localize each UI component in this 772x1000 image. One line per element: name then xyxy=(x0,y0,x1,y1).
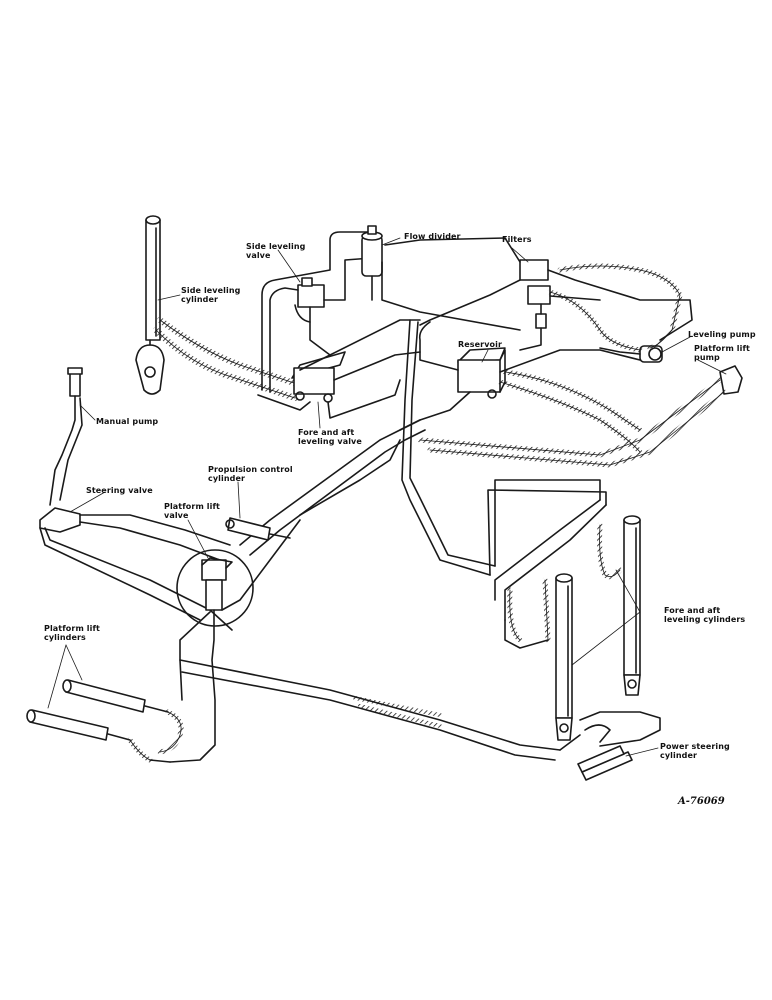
platform-lift-cylinders xyxy=(26,679,169,741)
label-leader-lines xyxy=(47,237,727,757)
label-side-leveling-valve: Side leveling valve xyxy=(246,242,306,260)
flow-divider xyxy=(361,225,521,331)
leveling-pump xyxy=(599,345,663,363)
label-platform-lift-cylinders: Platform lift cylinders xyxy=(44,624,100,642)
fore-aft-leveling-valve xyxy=(257,319,421,419)
side-leveling-valve xyxy=(261,231,373,393)
label-side-leveling-cylinder: Side leveling cylinder xyxy=(181,286,241,304)
filters xyxy=(419,237,693,351)
label-propulsion-control-cylinder: Propulsion control cylinder xyxy=(208,465,293,483)
figure-code: A-76069 xyxy=(678,796,725,807)
label-platform-lift-valve: Platform lift valve xyxy=(164,502,220,520)
side-cylinder-hoses xyxy=(153,317,303,401)
label-reservoir: Reservoir xyxy=(458,340,503,349)
label-filters: Filters xyxy=(502,235,532,244)
label-leveling-pump: Leveling pump xyxy=(688,330,756,339)
lift-cylinder-hoses xyxy=(127,709,184,763)
platform-lift-valve xyxy=(169,519,301,763)
fore-aft-cylinder-lines xyxy=(487,479,623,649)
steering-lines xyxy=(179,659,561,761)
side-leveling-cylinder xyxy=(135,215,165,395)
label-power-steering-cylinder: Power steering cylinder xyxy=(660,742,730,760)
power-steering-cylinder xyxy=(559,711,661,781)
label-manual-pump: Manual pump xyxy=(96,417,159,426)
label-fore-aft-leveling-cylinders: Fore and aft leveling cylinders xyxy=(664,606,746,624)
label-flow-divider: Flow divider xyxy=(404,232,461,241)
pump-hoses xyxy=(417,263,727,468)
label-steering-valve: Steering valve xyxy=(86,486,153,495)
manual-pump xyxy=(49,367,83,506)
steering-valve xyxy=(39,507,233,631)
reservoir xyxy=(399,321,641,431)
main-pressure-lines xyxy=(239,319,496,576)
label-platform-lift-pump: Platform lift pump xyxy=(694,344,750,362)
label-fore-aft-leveling-valve: Fore and aft leveling valve xyxy=(298,428,362,446)
propulsion-control-cylinder xyxy=(225,517,291,541)
